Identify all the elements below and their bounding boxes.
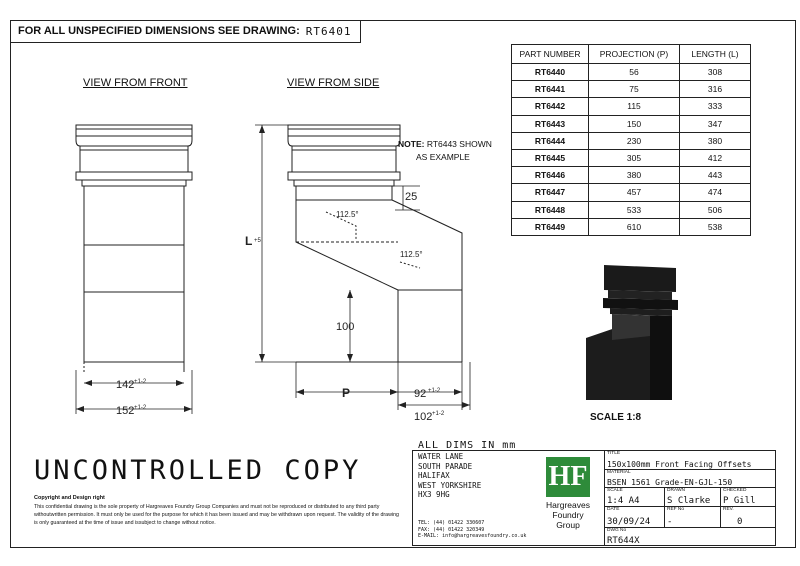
note-bold: NOTE: xyxy=(398,139,425,149)
projection-cell: 305 xyxy=(588,148,680,168)
length-cell: 347 xyxy=(679,114,751,133)
dim-92: 92 xyxy=(414,388,426,400)
arrowheads xyxy=(76,125,470,412)
view-front-label: VIEW FROM FRONT xyxy=(83,77,188,89)
all-dims: ALL DIMS IN mm xyxy=(418,440,517,451)
dim-100: 100 xyxy=(336,321,354,333)
header-text: FOR ALL UNSPECIFIED DIMENSIONS SEE DRAWI… xyxy=(18,25,300,37)
header-ref: RT6401 xyxy=(305,24,352,38)
note-line1: RT6443 SHOWN xyxy=(426,139,492,149)
projection-cell: 533 xyxy=(588,200,680,219)
note-line2: AS EXAMPLE xyxy=(416,152,470,162)
projection-cell: 56 xyxy=(588,62,680,82)
projection-cell: 610 xyxy=(588,217,680,236)
dim-102: 102 xyxy=(414,411,432,423)
copyright-text: This confidential drawing is the sole pr… xyxy=(34,504,399,526)
part-number-cell: RT6445 xyxy=(511,148,589,168)
angle-2: 112.5° xyxy=(400,250,423,259)
header-bar: FOR ALL UNSPECIFIED DIMENSIONS SEE DRAWI… xyxy=(10,20,361,43)
length-cell: 412 xyxy=(679,148,751,168)
dim-102-tol: +1-2 xyxy=(432,411,445,417)
length-cell: 380 xyxy=(679,131,751,150)
dim-152-tol: +1-2 xyxy=(134,405,147,411)
drawing-border xyxy=(10,20,796,548)
part-number-cell: RT6449 xyxy=(511,217,589,236)
note: NOTE: RT6443 SHOWN AS EXAMPLE xyxy=(398,138,492,164)
front-view-drawing xyxy=(75,124,193,372)
dim-25: 25 xyxy=(405,191,417,203)
dim-142: 142 xyxy=(116,379,134,391)
scale-label: SCALE 1:8 xyxy=(590,412,642,423)
projection-cell: 230 xyxy=(588,131,680,150)
projection-cell: 75 xyxy=(588,80,680,99)
title-block xyxy=(412,450,776,546)
projection-cell: 115 xyxy=(588,97,680,116)
company-address: WATER LANE SOUTH PARADE HALIFAX WEST YOR… xyxy=(418,452,482,499)
dim-92-tol: +1-2 xyxy=(428,388,441,394)
projection-cell: 150 xyxy=(588,114,680,133)
angle-1: 112.5° xyxy=(336,210,359,219)
view-side-label: VIEW FROM SIDE xyxy=(287,77,380,89)
col-projection: PROJECTION (P) xyxy=(588,44,680,64)
col-part-number: PART NUMBER xyxy=(511,44,589,64)
length-cell: 443 xyxy=(679,166,751,185)
part-number-cell: RT6441 xyxy=(511,80,589,99)
company-contact: TEL: (44) 01422 330607 FAX: (44) 01422 3… xyxy=(418,520,527,539)
length-cell: 308 xyxy=(679,62,751,82)
dim-142-tol: +1-2 xyxy=(134,379,147,385)
tb-rev: REV.0 xyxy=(720,506,776,527)
projection-cell: 380 xyxy=(588,166,680,185)
dimension-lines xyxy=(75,124,471,414)
length-cell: 538 xyxy=(679,217,751,236)
length-cell: 333 xyxy=(679,97,751,116)
length-cell: 316 xyxy=(679,80,751,99)
tb-ref: REF No- xyxy=(664,506,720,527)
copyright-title: Copyright and Design right xyxy=(34,495,105,501)
col-length: LENGTH (L) xyxy=(679,44,751,64)
length-cell: 506 xyxy=(679,200,751,219)
projection-cell: 457 xyxy=(588,183,680,202)
dim-152: 152 xyxy=(116,405,134,417)
side-view-drawing xyxy=(287,124,463,363)
length-cell: 474 xyxy=(679,183,751,202)
part-number-cell: RT6447 xyxy=(511,183,589,202)
hf-logo: HF xyxy=(546,457,590,497)
dim-L: L xyxy=(245,234,252,248)
uncontrolled-copy: UNCONTROLLED COPY xyxy=(34,455,362,486)
part-number-cell: RT6440 xyxy=(511,62,589,82)
part-number-cell: RT6448 xyxy=(511,200,589,219)
part-number-cell: RT6442 xyxy=(511,97,589,116)
parts-table: PART NUMBER PROJECTION (P) LENGTH (L) RT… xyxy=(511,44,751,236)
part-number-cell: RT6443 xyxy=(511,114,589,133)
part-number-cell: RT6446 xyxy=(511,166,589,185)
fitting-render xyxy=(586,265,678,400)
dim-L-tol: +5 xyxy=(254,238,262,244)
dim-P: P xyxy=(342,386,350,400)
part-number-cell: RT6444 xyxy=(511,131,589,150)
